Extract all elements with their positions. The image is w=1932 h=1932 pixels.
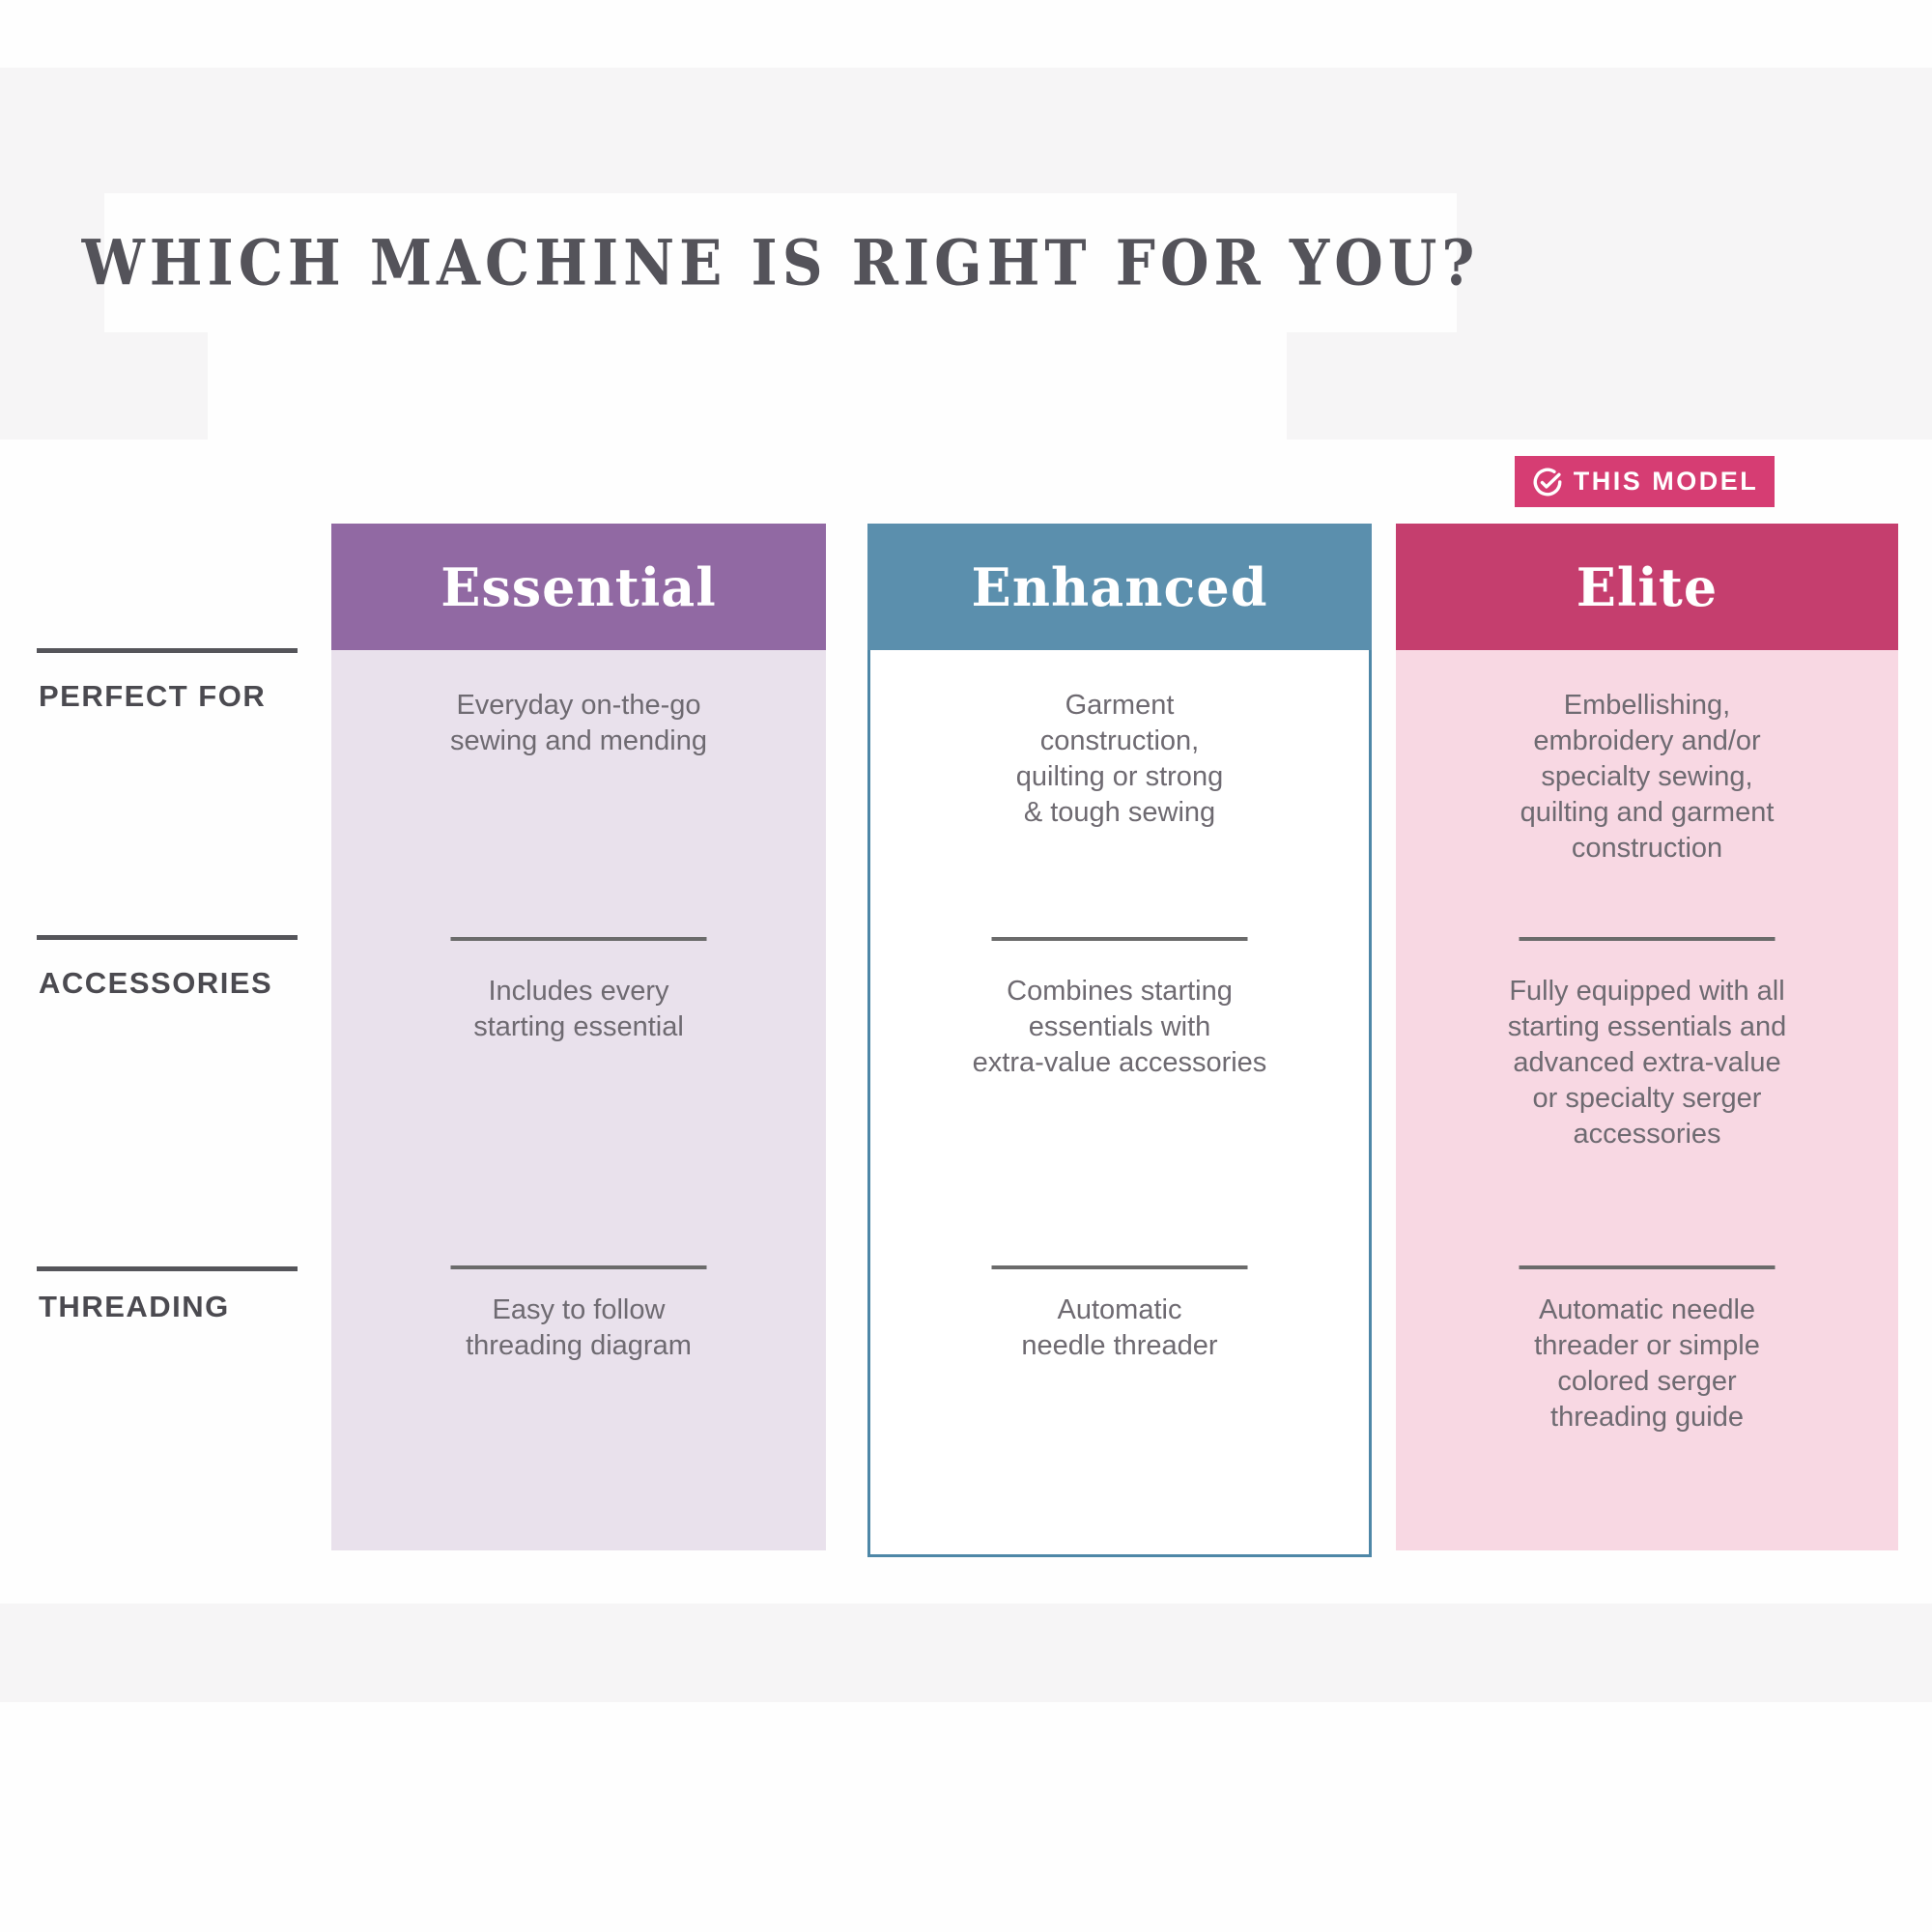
row-label-perfect-for: PERFECT FOR	[39, 679, 267, 713]
cell-divider	[1519, 1265, 1776, 1269]
background-bottom-panel	[0, 1702, 1932, 1932]
column-header-essential: Essential	[331, 524, 826, 650]
cell-enhanced-threading: Automatic needle threader	[1021, 1294, 1218, 1361]
page-title: WHICH MACHINE IS RIGHT FOR YOU?	[81, 225, 1480, 300]
row-rule-perfect-for	[37, 648, 298, 653]
this-model-badge: THIS MODEL	[1515, 456, 1775, 507]
cell-essential-threading: Easy to follow threading diagram	[466, 1294, 692, 1361]
cell-essential-perfect-for: Everyday on-the-go sewing and mending	[449, 690, 707, 756]
cell-divider	[450, 1265, 707, 1269]
cell-essential-accessories: Includes every starting essential	[473, 976, 684, 1042]
column-header-enhanced: Enhanced	[867, 524, 1372, 650]
column-body-elite: Embellishing, embroidery and/or specialt…	[1396, 650, 1898, 1550]
background-connector-panel	[208, 332, 1287, 443]
column-body-enhanced: Garment construction, quilting or strong…	[867, 650, 1372, 1557]
cell-divider	[450, 937, 707, 941]
row-label-threading: THREADING	[39, 1290, 230, 1323]
column-body-essential: Everyday on-the-go sewing and mending In…	[331, 650, 826, 1550]
check-circle-icon	[1533, 468, 1562, 496]
column-essential: Essential Everyday on-the-go sewing and …	[331, 524, 826, 1550]
column-elite: Elite Embellishing, embroidery and/or sp…	[1396, 524, 1898, 1550]
cell-elite-threading: Automatic needle threader or simple colo…	[1534, 1294, 1760, 1433]
cell-elite-perfect-for: Embellishing, embroidery and/or specialt…	[1520, 690, 1775, 864]
cell-divider	[1519, 937, 1776, 941]
badge-label: THIS MODEL	[1573, 467, 1759, 496]
background-top-strip	[0, 0, 1932, 68]
row-rule-accessories	[37, 935, 298, 940]
row-label-accessories: ACCESSORIES	[39, 966, 273, 1000]
cell-divider	[991, 1265, 1248, 1269]
cell-divider	[991, 937, 1248, 941]
title-background-band	[104, 193, 1457, 332]
cell-elite-accessories: Fully equipped with all starting essenti…	[1507, 976, 1787, 1150]
column-enhanced: Enhanced Garment construction, quilting …	[867, 524, 1372, 1557]
row-rule-threading	[37, 1266, 298, 1271]
cell-enhanced-perfect-for: Garment construction, quilting or strong…	[1015, 690, 1224, 828]
column-header-elite: Elite	[1396, 524, 1898, 650]
title-band: WHICH MACHINE IS RIGHT FOR YOU?	[82, 193, 1475, 332]
cell-enhanced-accessories: Combines starting essentials with extra-…	[972, 976, 1267, 1078]
